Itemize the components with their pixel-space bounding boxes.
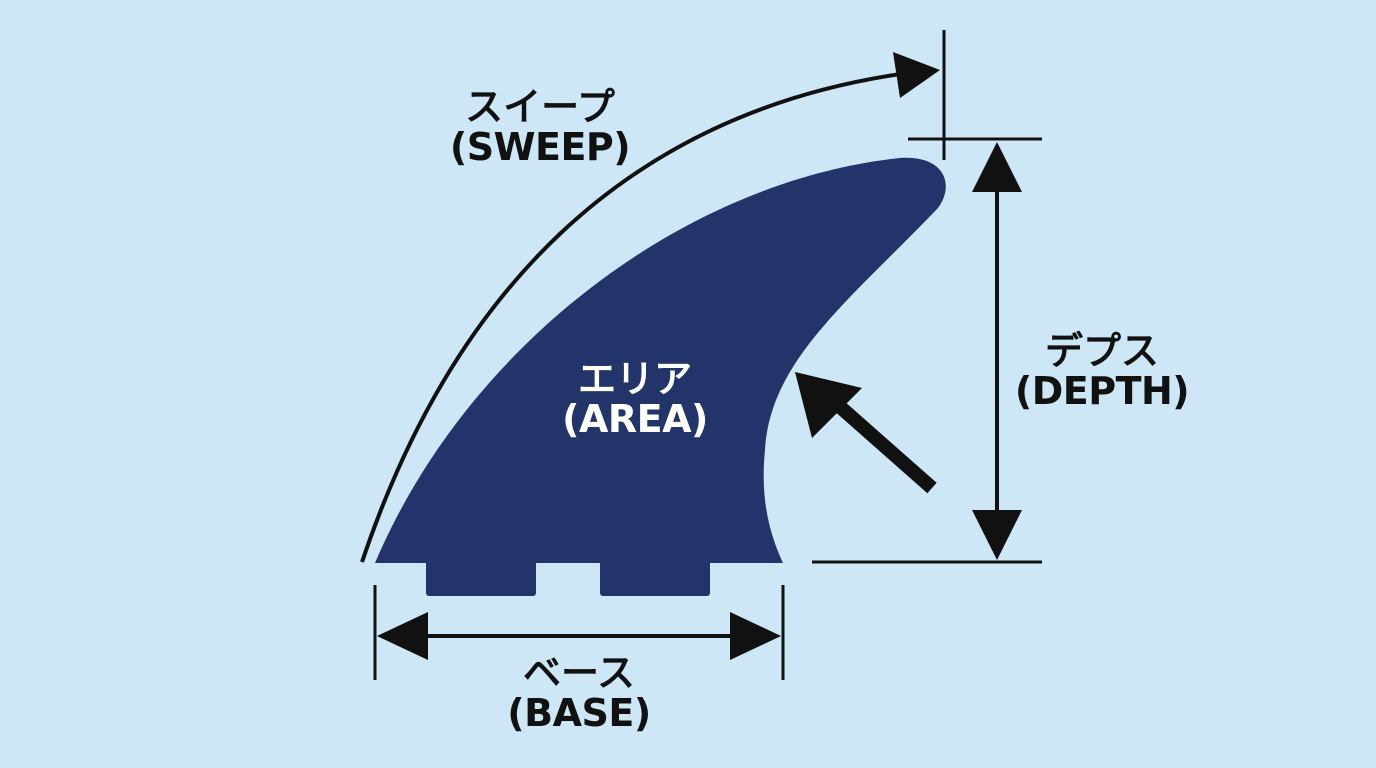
rake-arrow-shaft <box>833 399 937 494</box>
rake-arrowhead <box>795 372 862 438</box>
area-label-en: (AREA) <box>562 396 708 441</box>
area-label: エリア (AREA) <box>535 357 735 441</box>
depth-label-jp: デプス <box>1044 329 1159 373</box>
base-label: ベース (BASE) <box>479 651 679 735</box>
sweep-arrow <box>360 70 916 563</box>
depth-label-en: (DEPTH) <box>1014 368 1190 413</box>
base-arrowhead-right <box>730 612 781 660</box>
sweep-label: スイープ (SWEEP) <box>440 85 640 169</box>
depth-arrowhead-bottom <box>972 510 1022 560</box>
fin-tab-rear <box>600 560 710 596</box>
base-arrowhead-left <box>377 612 428 660</box>
sweep-arrowhead <box>893 52 940 98</box>
depth-label: デプス (DEPTH) <box>1002 329 1202 413</box>
base-label-en: (BASE) <box>507 690 651 735</box>
sweep-label-jp: スイープ <box>465 85 615 129</box>
base-label-jp: ベース <box>522 651 636 695</box>
sweep-label-en: (SWEEP) <box>449 124 631 169</box>
area-label-jp: エリア <box>577 357 692 401</box>
depth-arrowhead-top <box>972 142 1022 192</box>
fin-tab-front <box>426 560 536 596</box>
fin-shape <box>375 157 946 563</box>
